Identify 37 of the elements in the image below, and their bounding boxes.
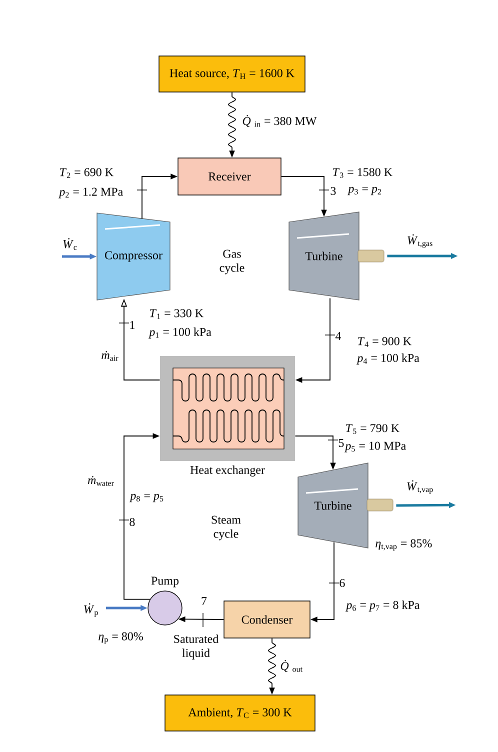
- state-label: 4: [335, 332, 342, 340]
- state-label: T$_{4}$ = 900 K: [358, 337, 412, 347]
- edge-label: Ẇ$_{c}$: [62, 237, 78, 251]
- node-label: Heat exchanger: [190, 466, 265, 476]
- state-label: p$_{3}$ = p$_{2}$: [348, 186, 382, 196]
- edge-label: Ẇ$_{p}$: [82, 602, 100, 618]
- edge-label: Ẇ$_{t,vap}$: [405, 479, 435, 495]
- heat-source-box: Heat source, T$_{H}$ = 1600 K: [158, 56, 306, 92]
- state-label: 8: [130, 518, 135, 526]
- edge-label: Q̇$_{in}$ = 380 MW: [241, 114, 318, 128]
- edge-label: Q̇$_{out}$: [279, 659, 304, 673]
- state-label: ṁ$_{water}$: [88, 476, 114, 486]
- state-label: η$_{p}$ = 80%: [98, 632, 143, 644]
- state-label: T$_{3}$ = 1580 K: [333, 168, 392, 178]
- state-label: ṁ$_{air}$: [102, 351, 118, 361]
- state-label: 5: [338, 439, 344, 447]
- edge-label: Ẇ$_{t,gas}$: [406, 233, 434, 249]
- note-label: Steam cycle: [212, 516, 241, 540]
- state-label: p$_{4}$ = 100 kPa: [356, 354, 420, 364]
- state-label: 6: [340, 578, 345, 588]
- state-label: p$_{1}$ = 100 kPa: [148, 328, 212, 338]
- state-label: 3: [330, 186, 336, 196]
- state-label: T$_{2}$ = 690 K: [60, 168, 114, 178]
- state-label: 7: [202, 597, 207, 605]
- condenser-box: Condenser: [224, 600, 310, 638]
- note-label: Gas cycle: [220, 250, 244, 274]
- state-label: p$_{6}$ = p$_{7}$ = 8 kPa: [346, 600, 420, 612]
- state-label: T$_{1}$ = 330 K: [150, 309, 204, 319]
- state-label: T$_{5}$ = 790 K: [346, 424, 400, 434]
- state-label: p$_{8}$ = p$_{5}$: [130, 494, 164, 502]
- state-label: 1: [130, 321, 134, 329]
- state-label: p$_{5}$ = 10 MPa: [344, 442, 406, 452]
- state-label: p$_{2}$ = 1.2 MPa: [58, 188, 123, 198]
- heat-exchanger: Heat exchanger: [160, 356, 295, 476]
- ambient-box: Ambient, T$_{C}$ = 300 K: [164, 694, 316, 732]
- note-label: Saturated liquid: [174, 634, 219, 660]
- receiver-box: Receiver: [178, 158, 282, 196]
